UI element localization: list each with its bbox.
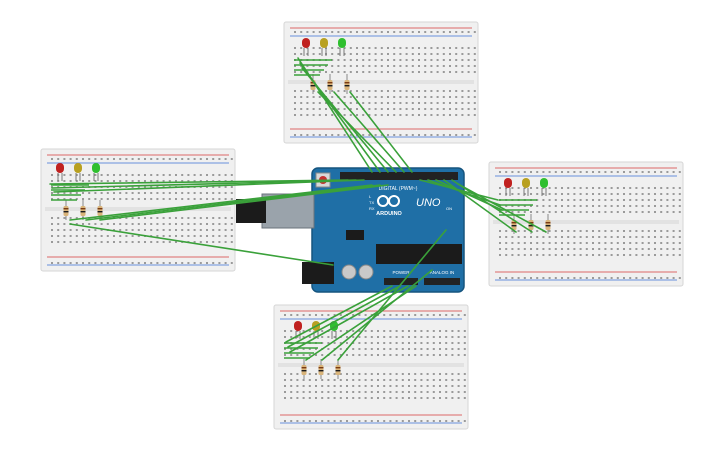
center-channel: [493, 220, 679, 224]
led-green-top[interactable]: [338, 38, 346, 56]
led-green-right[interactable]: [540, 178, 548, 196]
connection-wire[interactable]: [333, 91, 405, 173]
connection-wire[interactable]: [443, 179, 517, 233]
resistor-1-left[interactable]: [63, 200, 69, 220]
connection-wire[interactable]: [51, 179, 357, 189]
breadboard-top[interactable]: [283, 21, 479, 144]
power-label: POWER: [392, 270, 410, 275]
center-channel: [278, 363, 464, 367]
connection-wire[interactable]: [69, 223, 334, 266]
breadboards-layer: [40, 21, 684, 430]
capacitor-2: [358, 264, 374, 280]
digital-label: DIGITAL (PWM~): [379, 186, 418, 192]
breadboard-holes: [499, 171, 681, 279]
connection-wire[interactable]: [289, 285, 409, 353]
connection-wire[interactable]: [99, 184, 389, 221]
arduino-uno-board[interactable]: DIGITAL (PWM~) ARDUINO UNO TX RX L ON PO…: [236, 167, 465, 293]
connection-wire[interactable]: [317, 91, 397, 173]
power-jack: [302, 262, 334, 284]
digital-header: [340, 172, 458, 180]
connection-wire[interactable]: [285, 285, 393, 343]
led-yellow-left[interactable]: [74, 163, 82, 181]
analog-header: [424, 278, 460, 285]
power-header: [384, 278, 418, 285]
center-channel: [288, 80, 474, 84]
led-yellow-right[interactable]: [522, 178, 530, 196]
l-label: L: [369, 194, 372, 199]
breadboard-bottom[interactable]: [273, 304, 469, 430]
breadboard-right[interactable]: [488, 161, 684, 287]
resistor-3-bottom[interactable]: [335, 359, 341, 379]
connection-wire[interactable]: [457, 183, 547, 233]
connection-wire[interactable]: [337, 229, 447, 361]
resistor-3-top[interactable]: [344, 74, 350, 94]
tx-label: TX: [369, 200, 374, 205]
resistor-2-bottom[interactable]: [318, 359, 324, 379]
breadboard-holes: [284, 314, 466, 422]
led-red-right[interactable]: [504, 178, 512, 196]
connection-wire[interactable]: [321, 269, 433, 361]
brand-label: ARDUINO: [376, 211, 402, 217]
led-red-left[interactable]: [56, 163, 64, 181]
analog-label: ANALOG IN: [430, 270, 455, 275]
arduino-logo: [377, 195, 400, 207]
connection-wire[interactable]: [85, 184, 381, 221]
resistor-2-left[interactable]: [80, 200, 86, 220]
led-yellow-top[interactable]: [320, 38, 328, 56]
model-label: UNO: [416, 197, 441, 209]
connection-wire[interactable]: [69, 184, 373, 221]
capacitor-1: [341, 264, 357, 280]
connection-wire[interactable]: [53, 179, 365, 193]
resistor-3-right[interactable]: [545, 214, 551, 234]
rx-label: RX: [369, 206, 375, 211]
led-green-left[interactable]: [92, 163, 100, 181]
resistor-1-bottom[interactable]: [301, 359, 307, 379]
connection-wire[interactable]: [349, 91, 413, 173]
connection-wire[interactable]: [49, 179, 349, 185]
led-red-top[interactable]: [302, 38, 310, 56]
atmega-chip: [376, 244, 462, 264]
usb-chip: [346, 230, 364, 240]
center-channel: [45, 207, 231, 211]
wires-layer: [49, 57, 547, 361]
breadboard-left[interactable]: [40, 148, 236, 272]
connection-wire[interactable]: [287, 285, 401, 348]
resistor-2-top[interactable]: [327, 74, 333, 94]
on-label: ON: [446, 206, 452, 211]
